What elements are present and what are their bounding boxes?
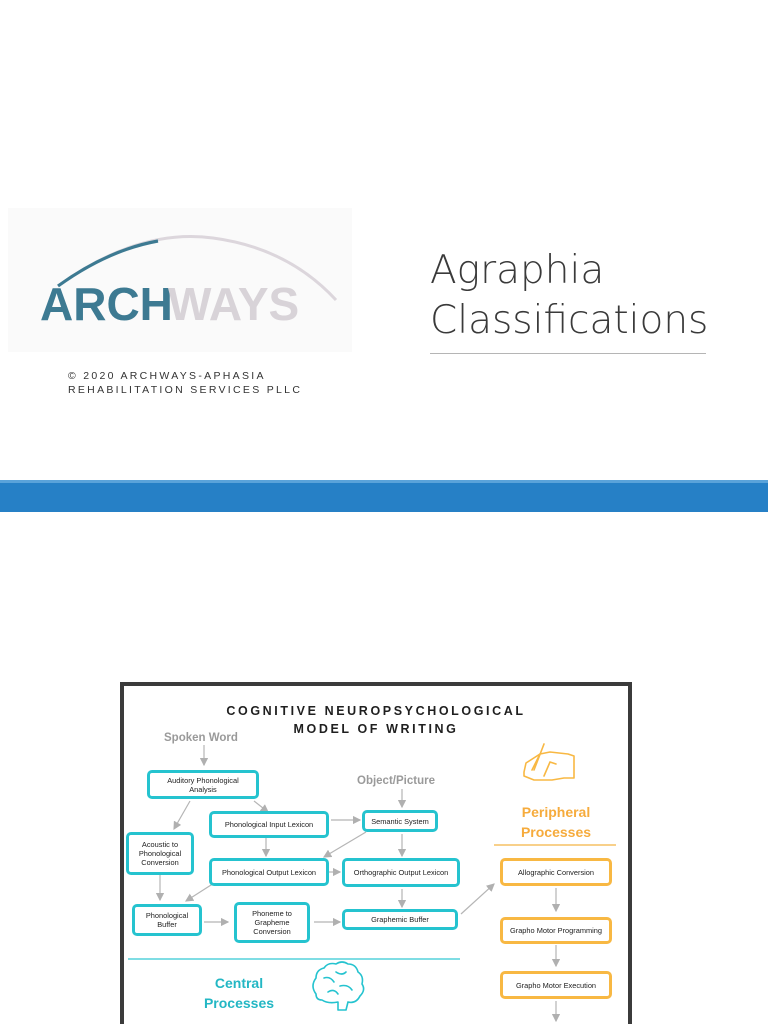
blue-divider-band (0, 480, 768, 512)
diagram-title-line-2: MODEL OF WRITING (293, 722, 459, 736)
node-phonological-input-lexicon: Phonological Input Lexicon (209, 811, 329, 838)
spoken-word-label: Spoken Word (164, 732, 238, 744)
node-orthographic-output-lexicon: Orthographic Output Lexicon (342, 858, 460, 887)
brain-icon (312, 961, 365, 1011)
central-processes-label: Central Processes (184, 973, 294, 1013)
blue-band-highlight (0, 480, 768, 483)
copyright-notice: © 2020 ARCHWAYS-APHASIA REHABILITATION S… (68, 369, 388, 397)
writing-hand-icon (523, 743, 575, 781)
copyright-line-1: © 2020 ARCHWAYS-APHASIA (68, 370, 266, 382)
slide-title-line-1: Agraphia (430, 248, 605, 293)
node-grapho-motor-programming: Grapho Motor Programming (500, 917, 612, 944)
peripheral-divider (494, 844, 616, 846)
node-grapho-motor-execution: Grapho Motor Execution (500, 971, 612, 999)
node-auditory-phonological-analysis: Auditory Phonological Analysis (147, 770, 259, 799)
arrow-auditory-to-acoustic (173, 800, 191, 831)
node-semantic-system: Semantic System (362, 810, 438, 832)
diagram-title-line-1: COGNITIVE NEUROPSYCHOLOGICAL (226, 704, 526, 718)
node-phonological-output-lexicon: Phonological Output Lexicon (209, 858, 329, 886)
object-picture-label: Object/Picture (357, 775, 435, 787)
peripheral-label-line-2: Processes (520, 824, 592, 840)
slide-title: Agraphia Classifications (430, 246, 760, 346)
node-phoneme-to-grapheme-conversion: Phoneme to Grapheme Conversion (234, 902, 310, 943)
arrow-graphemic-to-allographic (460, 883, 495, 915)
arrow-semantic-to-output (322, 831, 367, 858)
arrow-auditory-to-input (253, 800, 269, 813)
central-label-line-1: Central (214, 975, 264, 991)
archways-logo: ARCH WAYS (8, 208, 352, 352)
node-acoustic-to-phonological-conversion: Acoustic to Phonological Conversion (126, 832, 194, 875)
node-phonological-buffer: Phonological Buffer (132, 904, 202, 936)
peripheral-label-line-1: Peripheral (521, 804, 591, 820)
peripheral-processes-label: Peripheral Processes (500, 802, 612, 842)
title-underline (430, 353, 706, 354)
diagram-title: COGNITIVE NEUROPSYCHOLOGICAL MODEL OF WR… (124, 702, 628, 738)
node-graphemic-buffer: Graphemic Buffer (342, 909, 458, 930)
central-label-line-2: Processes (203, 995, 275, 1011)
copyright-line-2: REHABILITATION SERVICES PLLC (68, 384, 303, 396)
slide-title-line-2: Classifications (430, 298, 709, 343)
logo-text-arch: ARCH (40, 278, 173, 330)
writing-model-diagram: COGNITIVE NEUROPSYCHOLOGICAL MODEL OF WR… (120, 682, 632, 1024)
central-divider (128, 958, 460, 960)
node-allographic-conversion: Allographic Conversion (500, 858, 612, 886)
logo-text-ways: WAYS (168, 278, 299, 330)
logo-graphic: ARCH WAYS (40, 235, 338, 330)
